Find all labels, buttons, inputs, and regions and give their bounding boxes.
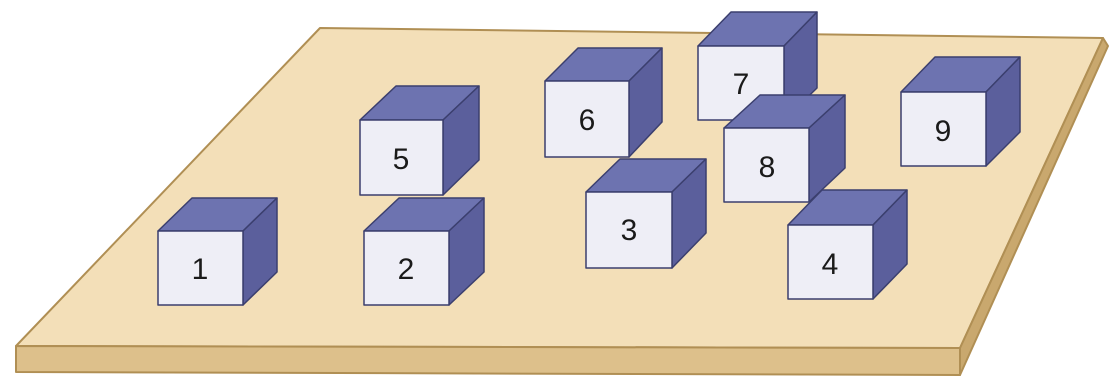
- cube-5-front-face: [359, 119, 444, 196]
- board-side-edge: [959, 37, 1109, 376]
- cube-6: 6: [544, 47, 663, 158]
- cube-4-front-face: [787, 224, 874, 300]
- cube-6-front-face: [544, 80, 630, 158]
- board-front-edge: [15, 345, 961, 376]
- cube-1-front-face: [157, 230, 244, 306]
- cube-1-label: 1: [192, 253, 209, 286]
- cube-2: 2: [363, 197, 485, 306]
- cube-9-front-face: [900, 91, 987, 167]
- cube-8: 8: [723, 94, 846, 203]
- cube-8-label: 8: [759, 151, 776, 184]
- cube-7-label: 7: [733, 68, 750, 101]
- cube-6-label: 6: [579, 104, 596, 137]
- cube-9: 9: [900, 56, 1021, 167]
- cube-5-label: 5: [393, 143, 410, 176]
- cube-7: 7: [697, 11, 818, 121]
- cube-5: 5: [359, 85, 480, 196]
- cube-3-front-face: [585, 191, 673, 269]
- cube-9-label: 9: [935, 115, 952, 148]
- cube-2-label: 2: [398, 253, 415, 286]
- cube-8-front-face: [723, 127, 810, 203]
- cube-4: 4: [787, 189, 908, 300]
- cube-3: 3: [585, 158, 707, 269]
- cube-3-label: 3: [621, 214, 638, 247]
- cube-4-label: 4: [822, 248, 839, 281]
- cube-2-front-face: [363, 230, 450, 306]
- cube-1: 1: [157, 197, 278, 306]
